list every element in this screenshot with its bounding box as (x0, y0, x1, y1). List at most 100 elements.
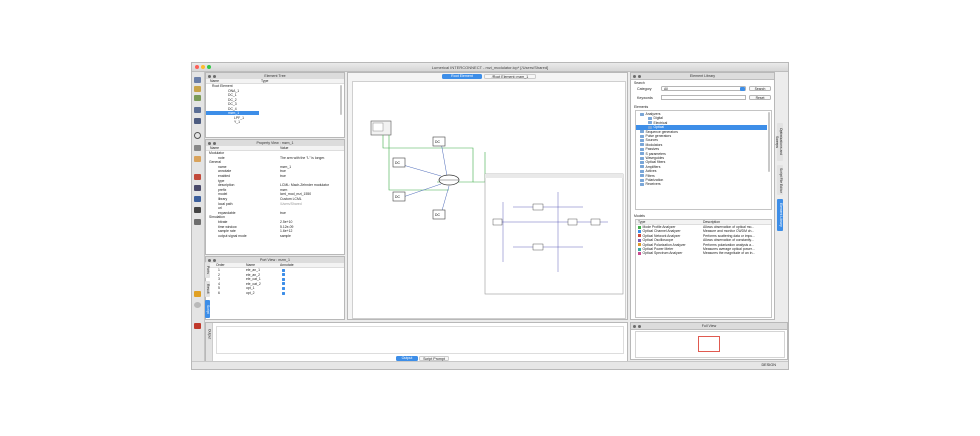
wire-tool-icon[interactable] (194, 118, 201, 124)
tab-ports[interactable]: Ports (205, 262, 210, 278)
tab-script-file-editor[interactable]: Script File Editor (777, 165, 783, 195)
library-tree-item[interactable]: Polarization (636, 178, 771, 182)
save-icon[interactable] (194, 95, 201, 101)
library-tree-item[interactable]: Amplifiers (636, 165, 771, 169)
tree-item[interactable]: DC_4 (206, 107, 344, 111)
tree-item[interactable]: Root Element (206, 84, 344, 88)
schematic-canvas[interactable]: DC DC DC DC (352, 81, 626, 319)
stop-icon[interactable] (194, 323, 201, 329)
library-tree-item[interactable]: Sequence generators (636, 130, 771, 134)
viewport-rectangle[interactable] (698, 336, 720, 352)
dc-source-block[interactable] (432, 209, 446, 220)
layout-icon[interactable] (194, 185, 201, 191)
close-window-button[interactable] (195, 65, 199, 69)
library-tree-item[interactable]: Optical fibers (636, 160, 771, 164)
annotate-checkbox[interactable] (282, 277, 285, 281)
panel-float-icon[interactable] (213, 141, 216, 145)
dc-source-block[interactable] (432, 136, 446, 147)
dc-source-block[interactable] (392, 157, 406, 168)
tree-item[interactable]: DC_1 (206, 93, 344, 97)
library-tree-item[interactable]: Analyzers (636, 112, 771, 116)
panel-close-icon[interactable] (633, 74, 636, 78)
property-row[interactable]: url (206, 206, 344, 210)
tree-item[interactable]: ONA_1 (206, 89, 344, 93)
library-tree-item[interactable]: Optical (636, 125, 767, 130)
property-value[interactable]: mzm (280, 187, 288, 192)
library-tree-item[interactable]: Pulse generators (636, 134, 771, 138)
dc-source-block[interactable] (392, 191, 406, 202)
warning-icon[interactable] (194, 291, 201, 297)
library-tree-item[interactable]: Passives (636, 147, 771, 151)
tree-item[interactable]: DC_3 (206, 102, 344, 106)
elements-scrollbar[interactable] (768, 112, 770, 172)
grid-icon[interactable] (194, 196, 201, 202)
library-tree-item[interactable]: Receivers (636, 182, 771, 186)
property-value[interactable]: true (280, 174, 286, 178)
annotate-checkbox[interactable] (282, 291, 285, 295)
library-tree-item[interactable]: S parameters (636, 152, 771, 156)
library-tree-item[interactable]: Waveguides (636, 156, 771, 160)
tree-item[interactable]: DC_2 (206, 98, 344, 102)
subcircuit-preview[interactable] (484, 173, 624, 295)
property-value[interactable]: true (280, 169, 286, 174)
tab-element-library[interactable]: Element Library (777, 199, 783, 231)
property-value[interactable]: true (280, 210, 286, 215)
property-row[interactable]: General (206, 160, 344, 164)
panel-float-icon[interactable] (213, 258, 216, 262)
property-value[interactable]: 2.5e+10 (280, 220, 293, 224)
library-tree-item[interactable]: Actives (636, 169, 771, 173)
category-select[interactable]: All (661, 86, 746, 91)
tree-scrollbar[interactable] (340, 85, 342, 115)
property-row[interactable]: local path/Users/Shared (206, 202, 344, 206)
tab-mzm-element[interactable]: /Root Element::mzm_1 (484, 74, 536, 79)
panel-close-icon[interactable] (208, 74, 211, 78)
tab-script[interactable]: Script (205, 300, 210, 318)
annotate-checkbox[interactable] (282, 282, 285, 286)
library-tree-item[interactable]: Filters (636, 174, 771, 178)
settings-icon[interactable] (194, 302, 201, 308)
property-value[interactable]: lcml_mod_mzi_1550 (280, 192, 312, 197)
property-row[interactable]: Modulator (206, 151, 344, 155)
open-folder-icon[interactable] (194, 86, 201, 92)
tab-optimizations-sweeps[interactable]: Optimizations and Sweeps (775, 123, 783, 161)
library-tree-item[interactable]: Electrical (636, 121, 771, 125)
reset-button[interactable]: Reset (749, 95, 771, 100)
new-project-icon[interactable] (194, 77, 201, 83)
library-tree-item[interactable]: Modulators (636, 143, 771, 147)
property-value[interactable]: Custom LCML (280, 197, 302, 201)
property-value[interactable]: The arm with the "L" is longer. (280, 155, 325, 160)
tree-item[interactable]: LPF_1 (206, 116, 344, 120)
tab-output[interactable]: Output (396, 356, 418, 361)
cursor-select-icon[interactable] (194, 107, 201, 113)
tab-root-element[interactable]: Root Element (442, 74, 482, 79)
panel-close-icon[interactable] (633, 324, 636, 328)
tree-item-selected[interactable]: mzm_1 (206, 111, 259, 116)
property-row[interactable]: Simulation (206, 215, 344, 219)
property-value[interactable]: LCML: Mach-Zehnder modulator (280, 183, 329, 188)
tab-script-prompt[interactable]: Script Prompt (419, 356, 449, 361)
library-tree-item[interactable]: Digital (636, 116, 771, 120)
full-view-canvas[interactable] (635, 331, 785, 358)
annotate-checkbox[interactable] (282, 268, 285, 272)
panel-float-icon[interactable] (638, 324, 641, 328)
script-icon[interactable] (194, 219, 201, 225)
pan-hand-icon[interactable] (194, 156, 201, 162)
output-text-area[interactable] (216, 326, 624, 354)
panel-float-icon[interactable] (213, 74, 216, 78)
property-value[interactable]: 1.6e+12 (280, 229, 293, 234)
